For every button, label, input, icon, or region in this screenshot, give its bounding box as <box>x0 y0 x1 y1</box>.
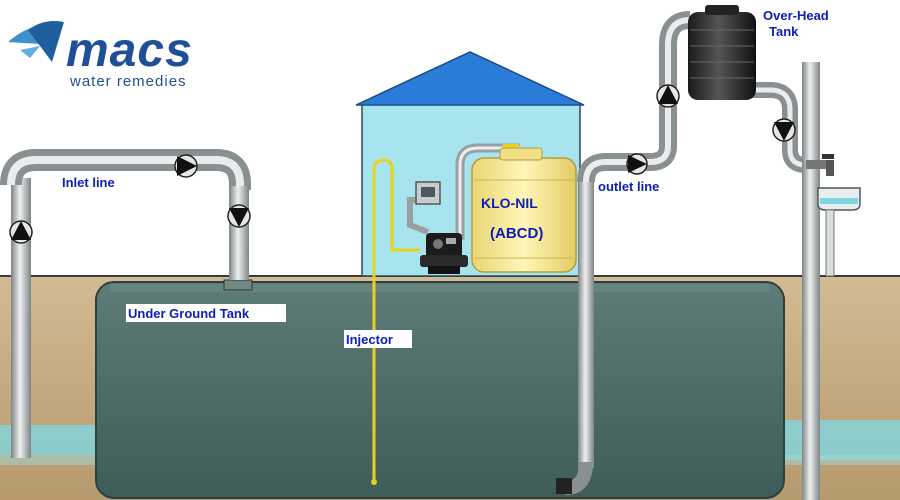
tap <box>806 154 834 176</box>
injector-label-bg <box>344 330 412 348</box>
underground-tank-top <box>110 284 770 292</box>
overhead-tank-label-line2: Tank <box>769 24 799 39</box>
flow-arrow-outlet-up <box>656 84 680 108</box>
dosing-room-roof <box>355 51 585 106</box>
underground-tank-label: Under Ground Tank <box>128 306 250 321</box>
chemical-tank <box>471 147 577 273</box>
flow-arrow-inlet-right <box>174 154 198 178</box>
injector-tip <box>371 479 377 485</box>
logo-tagline: water remedies <box>69 73 187 90</box>
chemical-tank-code: (ABCD) <box>490 225 543 242</box>
flow-arrow-overhead-down <box>772 118 796 142</box>
underground-tank-label-bg <box>126 304 286 322</box>
injector-label: Injector <box>346 332 393 347</box>
outlet-line-label: outlet line <box>598 179 659 194</box>
overhead-tank <box>688 5 756 100</box>
inlet-line-label: Inlet line <box>62 175 115 190</box>
foot-valve <box>556 478 572 494</box>
standpipe <box>802 62 820 500</box>
overhead-tank-label-line1: Over-Head <box>763 8 829 23</box>
controller-display <box>421 187 435 197</box>
chemical-tank-name: KLO-NIL <box>481 195 538 211</box>
logo-icon <box>8 21 64 62</box>
wash-basin <box>817 187 861 277</box>
outlet-pipe <box>556 11 691 495</box>
logo-name: macs <box>66 24 193 77</box>
dosing-pump <box>420 233 468 274</box>
logo: macs water remedies <box>8 21 193 90</box>
flow-arrow-inlet-down <box>227 204 251 228</box>
injector-line <box>372 158 420 482</box>
flow-arrow-outlet-right <box>626 153 648 175</box>
underground-tank <box>95 281 785 499</box>
tank-inlet-cap <box>223 279 253 291</box>
flow-arrow-inlet-up <box>9 220 33 244</box>
